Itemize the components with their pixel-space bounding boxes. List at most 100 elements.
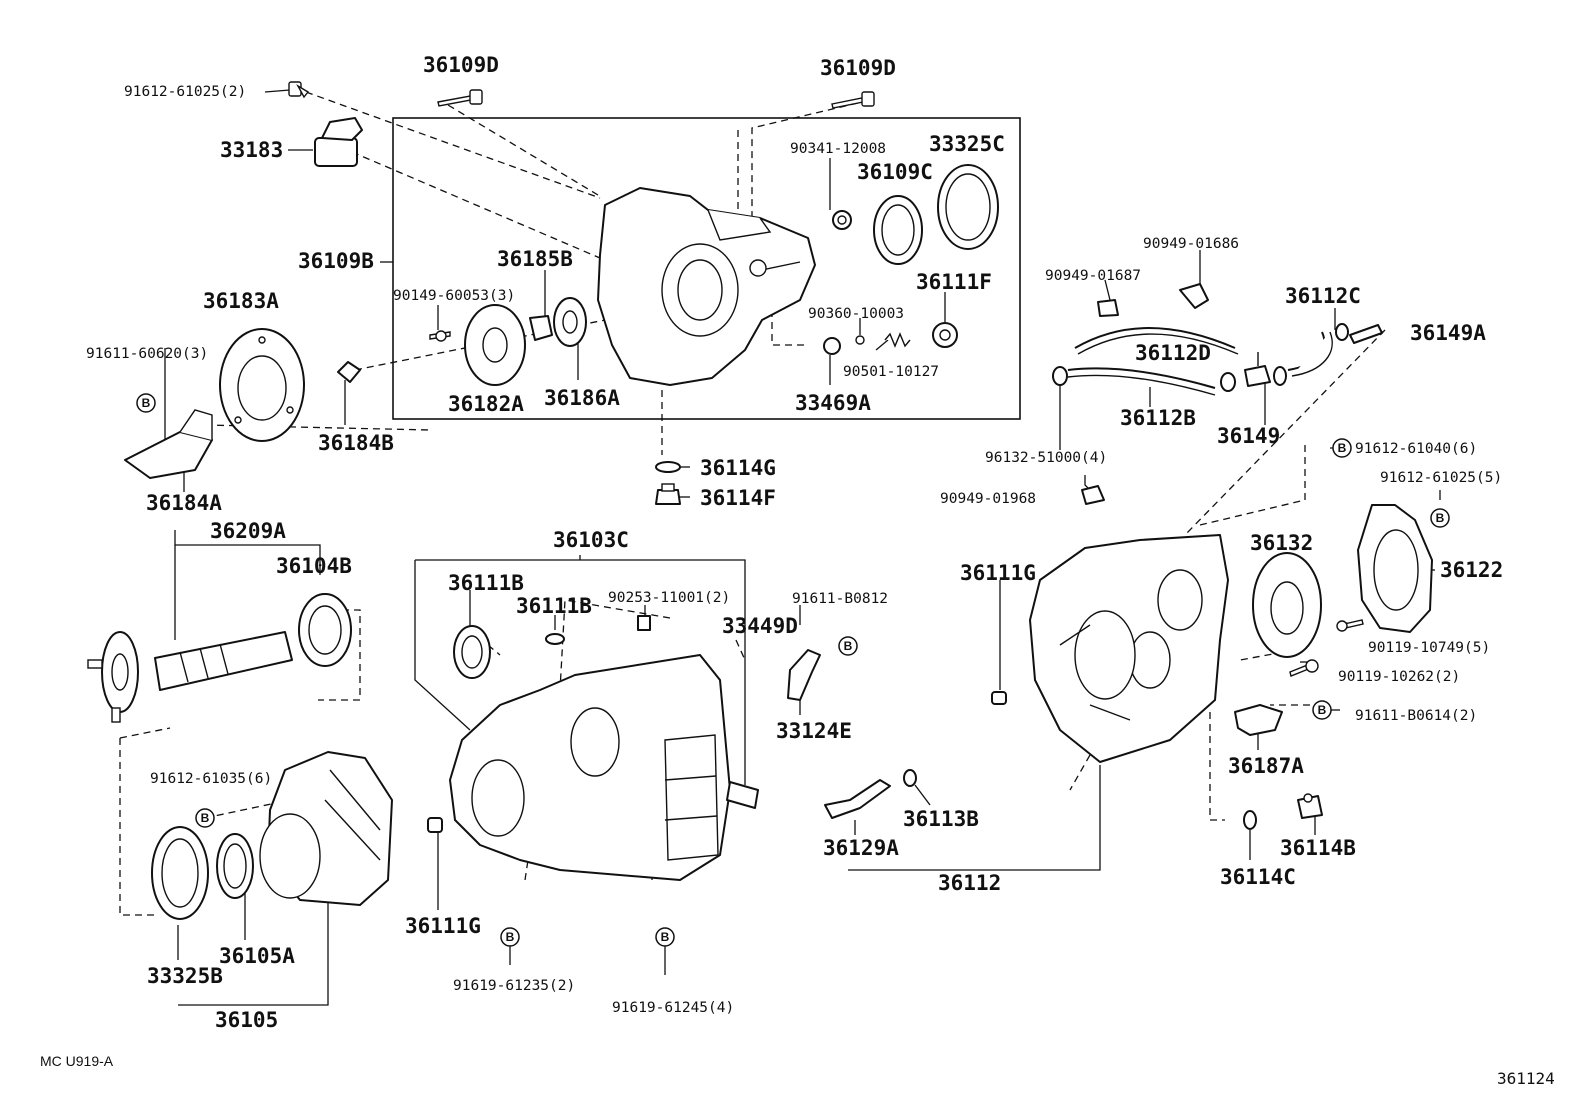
label-91612-61035-6: 91612-61035(6) [150, 771, 272, 787]
center-case-36103C [449, 654, 731, 881]
marker-91619-61245: B [655, 927, 675, 947]
pin-90253-11001 [637, 615, 651, 631]
marker-letter: B [201, 811, 210, 825]
marker-letter: B [1436, 511, 1445, 525]
label-36186A: 36186A [544, 386, 620, 410]
plug-36114F [655, 483, 681, 505]
bolt-90149-60053 [429, 330, 451, 342]
label-36104B: 36104B [276, 554, 352, 578]
label-33124E: 33124E [776, 719, 852, 743]
pin-36111G-left [427, 817, 443, 833]
label-90119-10262-2: 90119-10262(2) [1338, 669, 1460, 685]
bracket-33124E [787, 649, 821, 701]
label-36122: 36122 [1440, 558, 1503, 582]
diagram-code: MC U919-A [40, 1053, 114, 1069]
label-36184B: 36184B [318, 431, 394, 455]
label-36149A: 36149A [1410, 321, 1486, 345]
ring-36111B [545, 633, 565, 645]
label-33183: 33183 [220, 138, 283, 162]
label-36112C: 36112C [1285, 284, 1361, 308]
rear-case-36112 [1029, 534, 1229, 763]
label-36111F: 36111F [916, 270, 992, 294]
plug-36114B [1297, 793, 1323, 819]
label-90119-10749-5: 90119-10749(5) [1368, 640, 1490, 656]
marker-letter: B [506, 930, 515, 944]
marker-91619-61235: B [500, 927, 520, 947]
label-91611-B0614-2: 91611-B0614(2) [1355, 708, 1477, 724]
hose-36112B [1067, 367, 1216, 396]
label-91612-61040-6: 91612-61040(6) [1355, 441, 1477, 457]
label-36109C: 36109C [857, 160, 933, 184]
plate-36187A [1234, 704, 1283, 736]
cover-36122 [1357, 504, 1433, 633]
label-36112D: 36112D [1135, 341, 1211, 365]
gasket-36114G [655, 461, 681, 473]
label-33469A: 33469A [795, 391, 871, 415]
marker-91612-61035: B [195, 808, 215, 828]
label-36114C: 36114C [1220, 865, 1296, 889]
washer-36114C [1243, 810, 1257, 830]
plug-90341-12008 [832, 210, 852, 230]
breather-36149A [1349, 324, 1383, 344]
marker-letter: B [661, 930, 670, 944]
label-36105A: 36105A [219, 944, 295, 968]
label-36184A: 36184A [146, 491, 222, 515]
label-36185B: 36185B [497, 247, 573, 271]
label-36109D: 36109D [820, 56, 896, 80]
label-36114B: 36114B [1280, 836, 1356, 860]
label-36109D: 36109D [423, 53, 499, 77]
clip-90949-01686 [1179, 283, 1209, 309]
seal-36111B [453, 625, 491, 679]
label-33325C: 33325C [929, 132, 1005, 156]
oil-seal-36109C [873, 195, 923, 265]
label-36112: 36112 [938, 871, 1001, 895]
plug-36111F [932, 322, 958, 348]
label-36114G: 36114G [700, 456, 776, 480]
marker-91611-B0812: B [838, 636, 858, 656]
clip-90949-01968 [1081, 485, 1105, 505]
label-33325B: 33325B [147, 964, 223, 988]
marker-letter: B [142, 396, 151, 410]
label-91612-61025-5: 91612-61025(5) [1380, 470, 1502, 486]
bracket-36184A [124, 409, 213, 479]
spring-90501-10127 [884, 332, 911, 348]
label-33449D: 33449D [722, 614, 798, 638]
bolt-36109D-right [831, 91, 875, 109]
label-36209A: 36209A [210, 519, 286, 543]
washer-33469A [823, 337, 841, 355]
ball-90360-10003 [855, 335, 865, 345]
label-96132-51000-4: 96132-51000(4) [985, 450, 1107, 466]
marker-91611-60620: B [136, 393, 156, 413]
label-90501-10127: 90501-10127 [843, 364, 939, 380]
label-90949-01687: 90949-01687 [1045, 268, 1141, 284]
label-36187A: 36187A [1228, 754, 1304, 778]
oil-seal-33325C [937, 164, 999, 250]
label-36111G: 36111G [960, 561, 1036, 585]
hose-36112D [1074, 327, 1239, 355]
label-91619-61235-2: 91619-61235(2) [453, 978, 575, 994]
marker-91612-61040: B [1332, 438, 1352, 458]
front-case-36109B [597, 187, 816, 386]
label-90149-60053-3: 90149-60053(3) [393, 288, 515, 304]
bracket-33183 [314, 117, 363, 167]
label-36112B: 36112B [1120, 406, 1196, 430]
cover-36183A [219, 328, 305, 442]
marker-letter: B [1338, 441, 1347, 455]
bolt-90119-10749 [1336, 619, 1364, 632]
pin-36111G-right [991, 691, 1007, 705]
hose-36112C [1273, 323, 1349, 386]
marker-letter: B [844, 639, 853, 653]
pin-36184B [337, 361, 361, 383]
washer-36113B [903, 769, 917, 787]
label-36105: 36105 [215, 1008, 278, 1032]
marker-91611-B0614: B [1312, 700, 1332, 720]
bolt-90119-10262 [1289, 659, 1319, 677]
marker-letter: B [1318, 703, 1327, 717]
label-36129A: 36129A [823, 836, 899, 860]
label-91619-61245-4: 91619-61245(4) [612, 1000, 734, 1016]
plate-36132 [1252, 552, 1322, 658]
adapter-36105 [259, 751, 393, 906]
label-36111B: 36111B [516, 594, 592, 618]
